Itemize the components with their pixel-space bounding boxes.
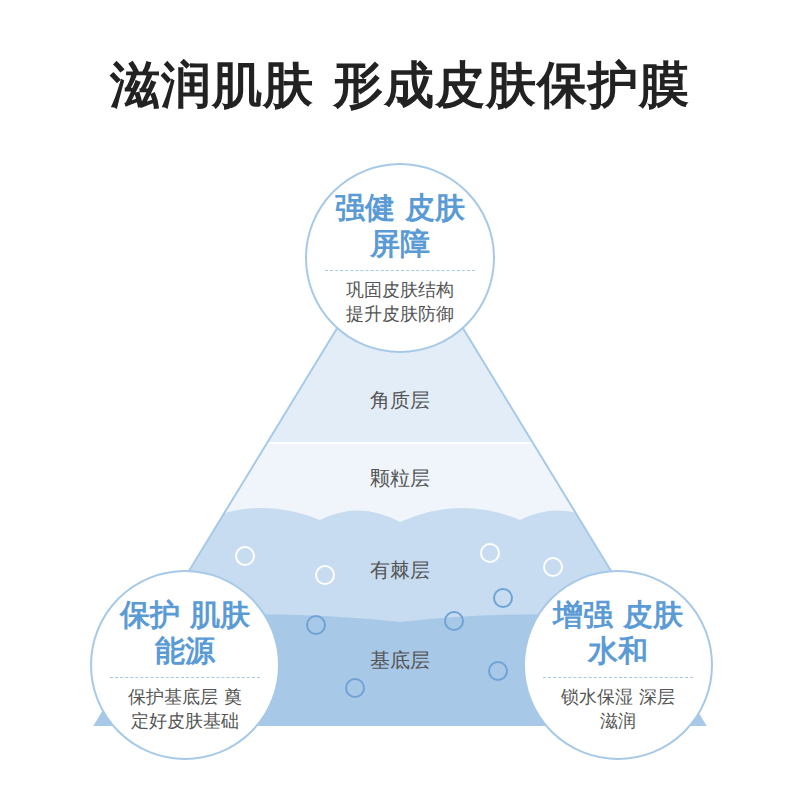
info-circle: 增强 皮肤水和锁水保湿 深层滋润 <box>523 570 713 760</box>
layer-label: 基底层 <box>370 647 430 674</box>
info-circle: 强健 皮肤屏障巩固皮肤结构 提升皮肤防御 <box>305 163 495 353</box>
dashed-divider <box>325 270 475 271</box>
layer-label: 颗粒层 <box>370 465 430 492</box>
circle-heading: 强健 皮肤屏障 <box>331 190 469 262</box>
skin-layer-band: 颗粒层 <box>240 448 560 508</box>
dashed-divider <box>543 677 693 678</box>
dashed-divider <box>110 677 260 678</box>
skin-layer-band: 角质层 <box>260 360 540 440</box>
skin-layer-band: 有棘层 <box>240 545 560 595</box>
circle-heading: 增强 皮肤水和 <box>549 597 687 669</box>
circle-body: 锁水保湿 深层滋润 <box>559 685 678 734</box>
layer-label: 有棘层 <box>370 557 430 584</box>
circle-heading: 保护 肌肤能源 <box>116 597 254 669</box>
diagram-title: 滋润肌肤 形成皮肤保护膜 <box>0 52 800 119</box>
circle-body: 巩固皮肤结构 提升皮肤防御 <box>341 278 460 327</box>
info-circle: 保护 肌肤能源保护基底层 奠定好皮肤基础 <box>90 570 280 760</box>
skin-layer-band: 基底层 <box>240 635 560 685</box>
layer-label: 角质层 <box>370 387 430 414</box>
circle-body: 保护基底层 奠定好皮肤基础 <box>126 685 245 734</box>
